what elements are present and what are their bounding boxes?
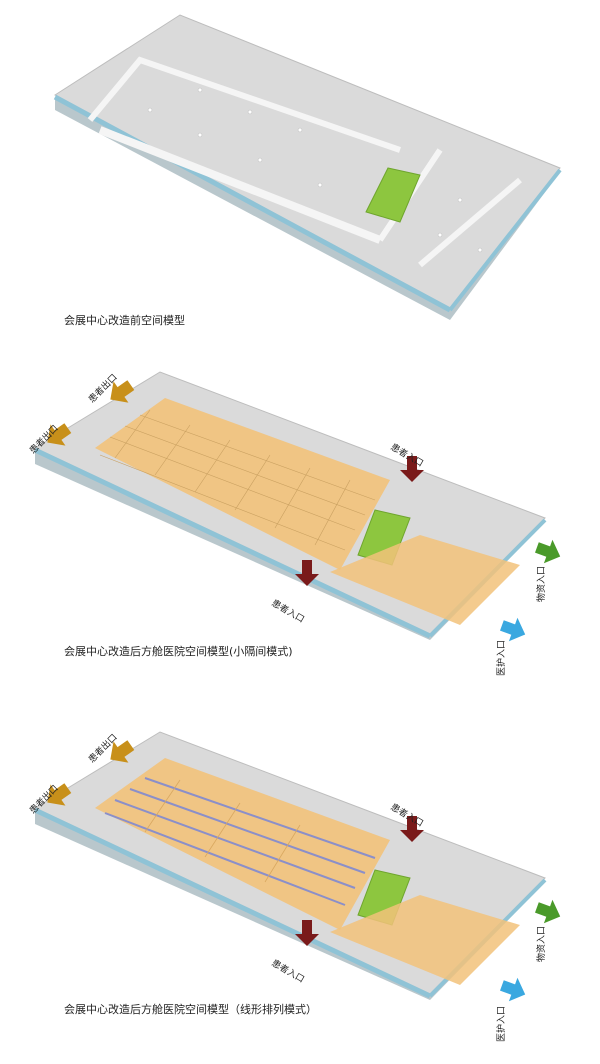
support-zone bbox=[330, 895, 520, 985]
courtyard bbox=[365, 167, 421, 223]
interior-wall bbox=[98, 126, 382, 244]
plan-before bbox=[53, 14, 562, 320]
panel-before: 会展中心改造前空间模型 bbox=[0, 0, 600, 340]
interior-wall bbox=[87, 56, 401, 153]
glass-facade bbox=[33, 447, 432, 639]
patient-entry-arrow bbox=[295, 560, 319, 586]
support-zone bbox=[330, 535, 520, 625]
medical-entry-label: 医护入口 bbox=[497, 1005, 507, 1042]
row-dividers bbox=[144, 779, 301, 883]
caption-before: 会展中心改造前空间模型 bbox=[64, 314, 185, 327]
patient-entry-arrow bbox=[295, 920, 319, 946]
patient-exit-arrow bbox=[110, 380, 135, 403]
plan-after-linear bbox=[33, 731, 561, 1002]
interior-wall bbox=[418, 177, 522, 268]
panel-after-small: 患者出口 患者出口 患者入口 患者入口 物资入口 医护入口 会展中心改造后方舱医… bbox=[0, 340, 600, 700]
supply-entry-label: 物资入口 bbox=[537, 565, 547, 602]
ward-zone bbox=[95, 398, 390, 570]
ward-zone bbox=[95, 758, 390, 930]
panel-after-linear: 患者出口 患者出口 患者入口 患者入口 物资入口 医护入口 会展中心改造后方舱医… bbox=[0, 700, 600, 1064]
medical-entry-arrow bbox=[500, 977, 526, 1002]
plan-after-small bbox=[33, 371, 561, 642]
glass-facade bbox=[33, 807, 432, 999]
columns bbox=[147, 87, 483, 253]
patient-exit-arrow bbox=[47, 783, 72, 806]
glass-facade-side bbox=[448, 168, 562, 312]
patient-exit-arrow bbox=[47, 423, 72, 446]
patient-entry-arrow bbox=[400, 816, 424, 842]
bed-rows bbox=[104, 777, 376, 906]
patient-entry-arrow bbox=[400, 456, 424, 482]
medical-entry-arrow bbox=[500, 617, 526, 642]
supply-entry-arrow bbox=[535, 899, 561, 924]
glass-facade bbox=[53, 94, 452, 313]
medical-entry-label: 医护入口 bbox=[497, 639, 507, 676]
supply-entry-label: 物资入口 bbox=[537, 925, 547, 962]
cubicle-grid bbox=[99, 409, 376, 551]
caption-after-linear: 会展中心改造后方舱医院空间模型（线形排列模式） bbox=[64, 1003, 317, 1016]
supply-entry-arrow bbox=[535, 539, 561, 564]
caption-after-small: 会展中心改造后方舱医院空间模型(小隔间模式) bbox=[64, 645, 293, 658]
patient-exit-arrow bbox=[110, 740, 135, 763]
